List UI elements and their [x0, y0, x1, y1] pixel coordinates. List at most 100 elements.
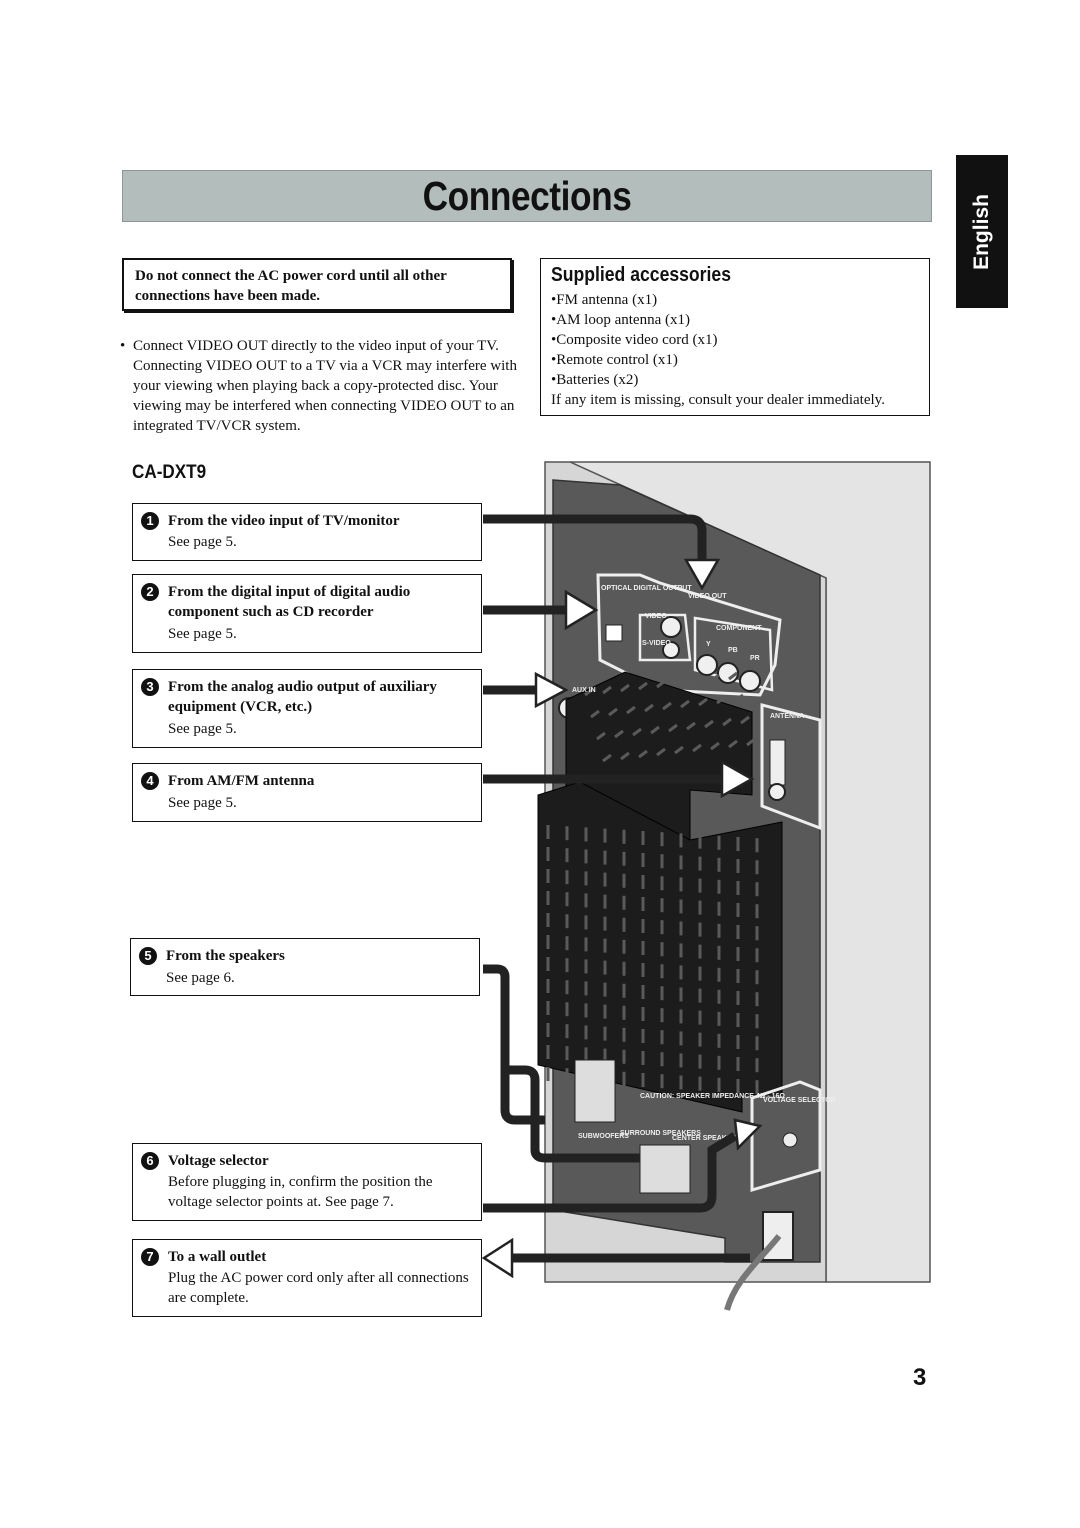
number-icon: 5: [139, 947, 157, 965]
heatsink-fin: [674, 745, 684, 755]
callout-body: Before plugging in, confirm the position…: [168, 1174, 433, 1210]
voltage-selector-knob: [782, 1132, 798, 1148]
page-number: 3: [913, 1364, 927, 1391]
accessory-item: Composite video cord (x1): [551, 330, 717, 350]
heatsink-fin: [602, 753, 612, 763]
callout-heading: From the speakers: [166, 948, 285, 964]
heatsink-fin: [710, 741, 720, 751]
video-jack: [660, 616, 682, 638]
heatsink-fin: [602, 685, 612, 695]
heatsink-fin: [662, 701, 672, 711]
subwoofers-label: SUBWOOFERS: [578, 1133, 629, 1140]
surround-center-terminals: [639, 1144, 691, 1194]
power-cord: [724, 1234, 782, 1311]
callout-body: Plug the AC power cord only after all co…: [168, 1270, 469, 1306]
heatsink-fin: [728, 671, 738, 681]
page-title-bar: Connections: [122, 170, 932, 222]
heatsink-fin: [692, 743, 702, 753]
heatsink-fin: [710, 673, 720, 683]
heatsink-fin: [626, 705, 636, 715]
bullet-icon: •: [120, 338, 126, 354]
accessory-item: AM loop antenna (x1): [551, 310, 718, 330]
heatsink-fin: [740, 715, 750, 725]
arrow-4-head: [720, 759, 755, 799]
optical-jack: [605, 624, 623, 642]
arrow-1: [483, 514, 707, 560]
callout-1: 1 From the video input of TV/monitor See…: [132, 503, 482, 561]
component-pb-label: PB: [728, 647, 738, 654]
video-out-note: • Connect VIDEO OUT directly to the vide…: [120, 336, 520, 436]
connection-arrows: [483, 514, 750, 1263]
heatsink-fin: [620, 751, 630, 761]
callout-7: 7 To a wall outlet Plug the AC power cor…: [132, 1239, 482, 1317]
callout-heading: From the digital input of digital audio …: [168, 584, 411, 620]
aux-label: AUX IN: [572, 687, 596, 694]
accessory-item: FM antenna (x1): [551, 290, 718, 310]
page-title: Connections: [422, 173, 632, 219]
subwoofer-terminals: [574, 1059, 616, 1123]
surround-label: SURROUND SPEAKERS: [620, 1130, 701, 1137]
component-pb-jack: [717, 662, 739, 684]
accessories-list: FM antenna (x1) AM loop antenna (x1) Com…: [551, 290, 718, 390]
heatsink-fin: [722, 717, 732, 727]
voltage-selector-outline: [750, 1080, 822, 1193]
heatsink-fin: [698, 697, 708, 707]
number-icon: 4: [141, 772, 159, 790]
center-label: CENTER SPEAKER: [672, 1135, 737, 1142]
arrow-2-head: [564, 589, 599, 631]
arrow-3-head: [534, 671, 569, 709]
arrow-6: [483, 1132, 738, 1213]
callout-body: See page 6.: [166, 970, 235, 986]
callout-5: 5 From the speakers See page 6.: [130, 938, 480, 996]
model-name: CA-DXT9: [132, 462, 207, 483]
heatsink-fin: [692, 675, 702, 685]
s-video-jack: [662, 641, 680, 659]
heatsink-fin: [716, 695, 726, 705]
callout-body: See page 5.: [168, 626, 237, 642]
callout-body: See page 5.: [168, 534, 237, 550]
heatsink-fin: [650, 725, 660, 735]
heatsink-fin: [704, 719, 714, 729]
number-icon: 7: [141, 1248, 159, 1266]
heatsink-fin: [638, 749, 648, 759]
supplied-accessories-box: Supplied accessories FM antenna (x1) AM …: [540, 258, 930, 416]
number-icon: 1: [141, 512, 159, 530]
warning-text: Do not connect the AC power cord until a…: [135, 268, 447, 304]
heatsink-fin: [734, 693, 744, 703]
warning-box: Do not connect the AC power cord until a…: [122, 258, 512, 311]
callout-6: 6 Voltage selector Before plugging in, c…: [132, 1143, 482, 1221]
heatsink-fin: [614, 729, 624, 739]
arrow-5b: [505, 1065, 640, 1163]
callout-heading: Voltage selector: [168, 1153, 269, 1169]
heatsink-fin: [686, 721, 696, 731]
callout-body: See page 5.: [168, 721, 237, 737]
caution-label: CAUTION: SPEAKER IMPEDANCE 4Ω - 16Ω: [640, 1093, 785, 1100]
component-pr-label: PR: [750, 655, 760, 662]
heatsink-fin: [656, 747, 666, 757]
heatsink-fin: [656, 679, 666, 689]
heatsink-fin: [632, 727, 642, 737]
voltage-label: VOLTAGE SELECTOR: [763, 1097, 836, 1104]
heatsink-fin: [674, 677, 684, 687]
number-icon: 6: [141, 1152, 159, 1170]
callout-heading: To a wall outlet: [168, 1249, 267, 1265]
heatsink-fin: [608, 707, 618, 717]
heatsink-fin: [680, 699, 690, 709]
callout-heading: From the video input of TV/monitor: [168, 513, 400, 529]
input-panel-outline: [596, 573, 782, 697]
heatsink-fin: [638, 681, 648, 691]
component-label: COMPONENT: [716, 625, 762, 632]
number-icon: 3: [141, 678, 159, 696]
accessories-title: Supplied accessories: [551, 264, 732, 286]
component-pr-jack: [739, 670, 761, 692]
arrow-6-head: [733, 1118, 763, 1151]
video-out-note-text: Connect VIDEO OUT directly to the video …: [133, 338, 517, 434]
callout-3: 3 From the analog audio output of auxili…: [132, 669, 482, 748]
component-outline: [693, 616, 774, 692]
am-terminal: [769, 739, 786, 786]
heatsink-fin: [590, 709, 600, 719]
heatsink-fin: [728, 739, 738, 749]
heatsink-fin: [644, 703, 654, 713]
video-label: VIDEO: [645, 613, 667, 620]
